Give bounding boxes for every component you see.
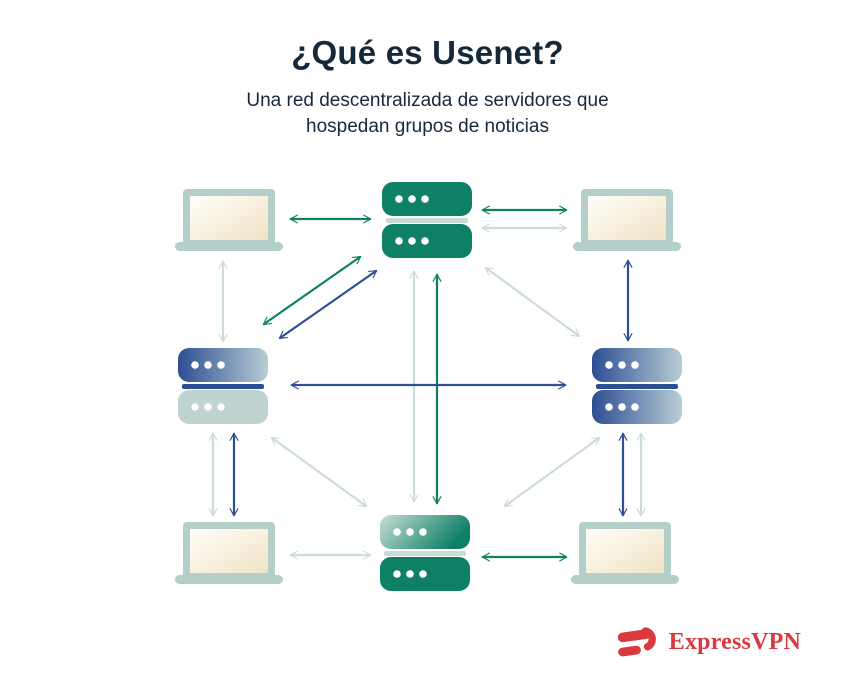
- laptop-base: [175, 575, 283, 584]
- expressvpn-logo: ExpressVPN: [616, 623, 801, 661]
- arrow-server-top-server-right-light: [484, 266, 581, 338]
- server-leds: [605, 361, 639, 411]
- server-divider: [386, 218, 468, 223]
- laptop-base: [175, 242, 283, 251]
- server-divider: [182, 384, 264, 389]
- laptop-screen: [190, 196, 268, 240]
- server-icon-top: [382, 182, 472, 258]
- subtitle-line-1: Una red descentralizada de servidores qu…: [246, 90, 609, 111]
- server-divider: [596, 384, 678, 389]
- server-icon-left: [178, 348, 268, 424]
- laptop-icon-top-right: [573, 189, 681, 251]
- subtitle-line-2: hospedan grupos de noticias: [306, 116, 549, 138]
- laptop-base: [571, 575, 679, 584]
- laptop-base: [573, 242, 681, 251]
- laptop-icon-bottom-left: [175, 522, 283, 584]
- header: ¿Qué es Usenet? Una red descentralizada …: [0, 0, 855, 140]
- server-leds: [191, 361, 225, 411]
- server-divider: [384, 551, 466, 556]
- laptop-screen: [190, 529, 268, 573]
- arrows: [208, 205, 646, 562]
- server-icon-right: [592, 348, 682, 424]
- laptop-screen: [586, 529, 664, 573]
- arrow-server-right-server-bottom-light: [503, 436, 601, 508]
- server-leds: [395, 195, 429, 245]
- server-leds: [393, 528, 427, 578]
- page-title: ¿Qué es Usenet?: [291, 34, 564, 71]
- expressvpn-wordmark: ExpressVPN: [668, 628, 801, 655]
- arrow-server-top-server-left-navy: [278, 269, 378, 340]
- laptop-screen: [588, 196, 666, 240]
- subtitle: Una red descentralizada de servidores qu…: [188, 88, 668, 140]
- arrow-server-top-server-left-green: [262, 255, 362, 326]
- server-icon-bottom: [380, 515, 470, 591]
- laptop-icon-top-left: [175, 189, 283, 251]
- laptop-icon-bottom-right: [571, 522, 679, 584]
- expressvpn-icon: [617, 627, 656, 657]
- arrow-server-left-server-bottom-light: [270, 436, 368, 508]
